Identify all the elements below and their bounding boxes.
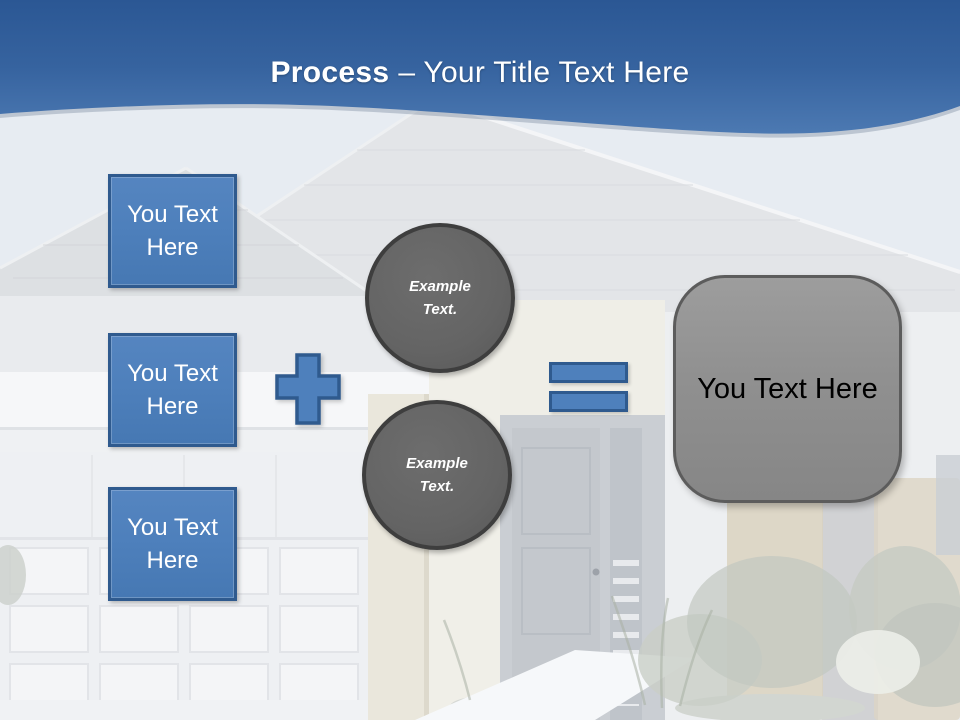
slide-title: Process– Your Title Text Here: [0, 56, 960, 90]
equals-icon: [549, 362, 628, 412]
input-box-3-label: You Text Here: [127, 514, 218, 574]
example-circle-1-label: Example Text.: [409, 278, 471, 318]
equals-bar-top: [549, 362, 628, 383]
result-box: You Text Here: [673, 275, 902, 503]
example-circle-1: Example Text.: [365, 223, 515, 373]
title-keyword: Process: [270, 56, 390, 89]
bushes: [0, 545, 960, 709]
plus-icon: [274, 352, 342, 426]
input-box-2-label: You Text Here: [127, 360, 218, 420]
input-box-3: You Text Here: [108, 487, 237, 601]
title-subtitle: – Your Title Text Here: [398, 56, 690, 89]
input-box-2: You Text Here: [108, 333, 237, 447]
window: [936, 455, 960, 555]
example-circle-2-label: Example Text.: [406, 455, 468, 495]
input-box-1-label: You Text Here: [127, 201, 218, 261]
equals-bar-bottom: [549, 391, 628, 412]
input-box-1: You Text Here: [108, 174, 237, 288]
result-box-label: You Text Here: [697, 372, 878, 405]
roof: [0, 98, 960, 312]
example-circle-2: Example Text.: [362, 400, 512, 550]
header-band: [0, 0, 960, 138]
